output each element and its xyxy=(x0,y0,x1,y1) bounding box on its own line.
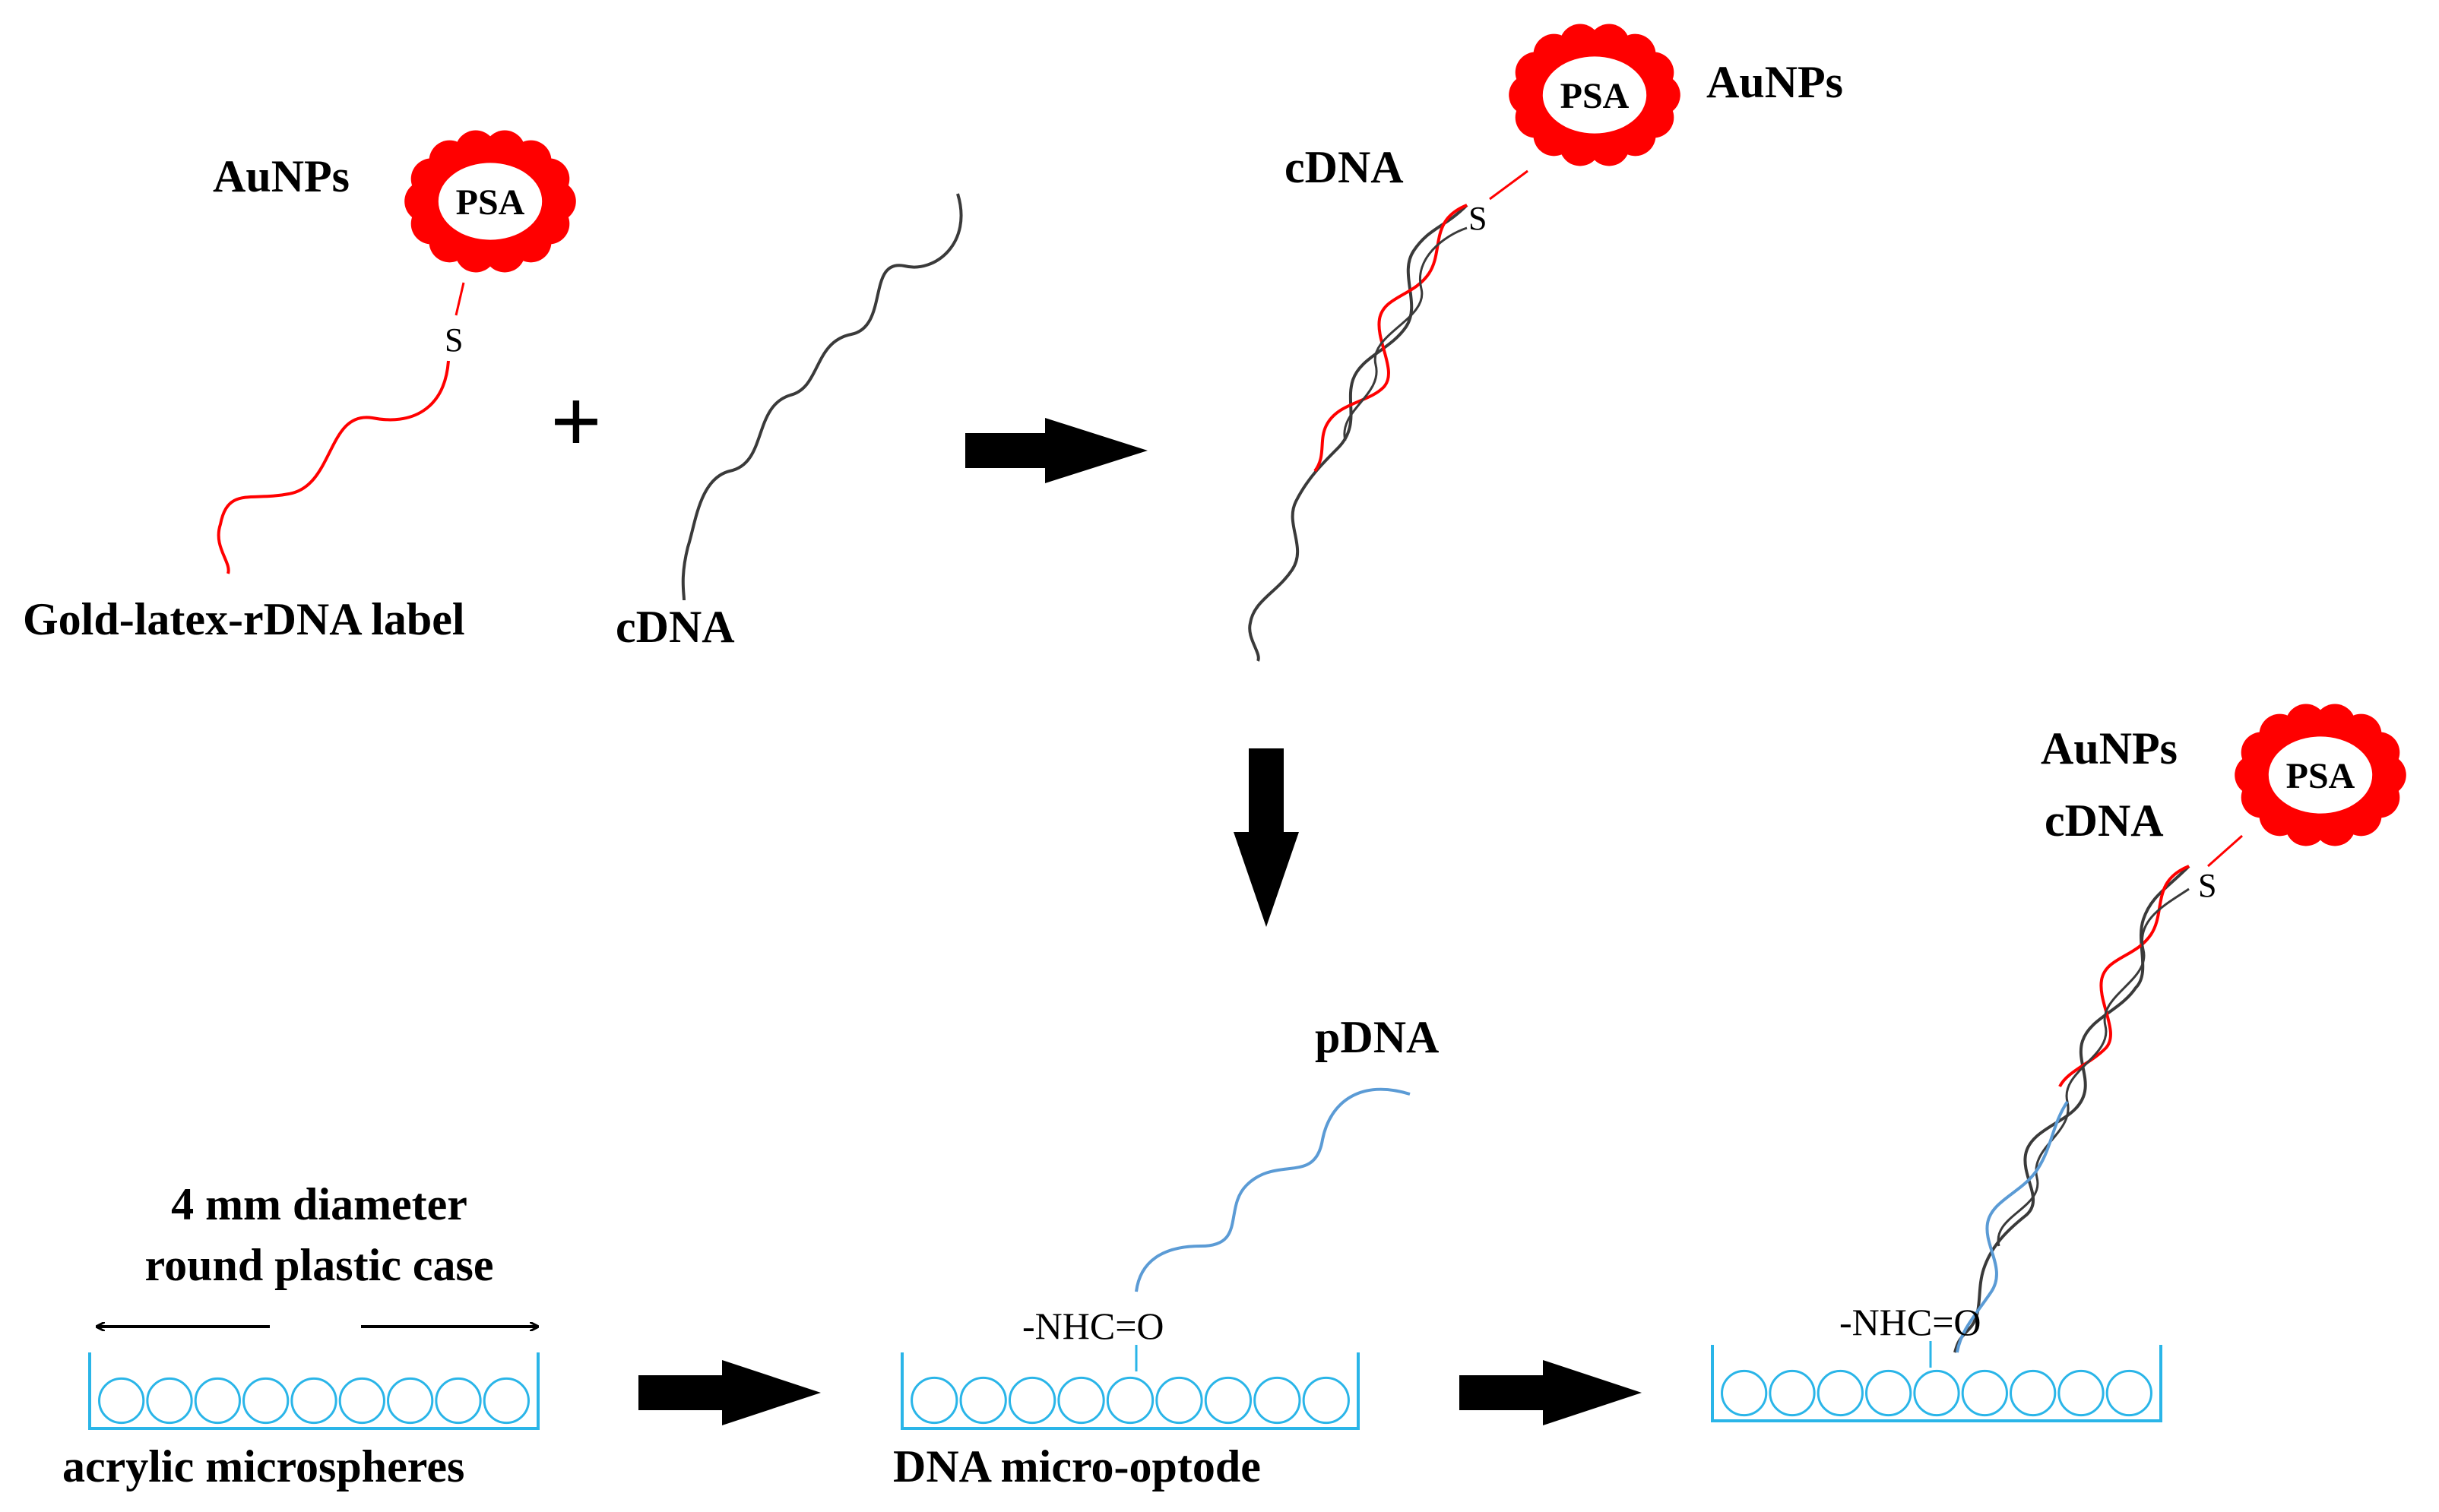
microsphere xyxy=(1204,1376,1253,1425)
microsphere xyxy=(959,1376,1007,1425)
gold-bead xyxy=(484,231,526,273)
cdna-label-2: cDNA xyxy=(1284,142,1404,192)
amide-label-1: -NHC=O xyxy=(1022,1305,1164,1347)
microsphere xyxy=(290,1377,337,1425)
microsphere xyxy=(2057,1369,2105,1417)
microsphere xyxy=(98,1377,145,1425)
microsphere xyxy=(435,1377,482,1425)
microsphere xyxy=(2010,1369,2057,1417)
microsphere xyxy=(1253,1376,1301,1425)
microsphere xyxy=(1913,1369,1960,1417)
double-helix-2 xyxy=(1953,865,2190,1353)
gold-nanoparticle-2: PSA xyxy=(1509,24,1680,166)
pdna-strand xyxy=(1135,1087,1411,1292)
microsphere xyxy=(1961,1369,2008,1417)
s-label-1: S xyxy=(445,321,463,359)
cdna-label-1: cDNA xyxy=(616,602,735,652)
microsphere xyxy=(1008,1376,1056,1425)
thiol-linker-3 xyxy=(2207,834,2243,868)
case-wall xyxy=(901,1352,1360,1430)
gold-bead xyxy=(1559,24,1601,65)
gold-bead xyxy=(2285,704,2327,745)
microsphere xyxy=(387,1377,434,1425)
arrow-right-3 xyxy=(1459,1360,1642,1425)
case-wall xyxy=(1711,1345,2162,1422)
psa-label-3: PSA xyxy=(2286,756,2355,796)
gold-nanoparticle-3: PSA xyxy=(2235,704,2406,846)
microsphere xyxy=(338,1377,385,1425)
microsphere xyxy=(2105,1369,2152,1417)
microsphere xyxy=(1817,1369,1864,1417)
rdna-strand-1 xyxy=(217,360,450,574)
s-label-3: S xyxy=(2198,867,2216,904)
microsphere xyxy=(911,1376,958,1425)
case-wall xyxy=(88,1352,540,1430)
plus-sign: + xyxy=(550,371,602,472)
microsphere xyxy=(1106,1376,1155,1425)
aunps-label-1: AuNPs xyxy=(213,151,350,201)
gold-bead xyxy=(1589,125,1630,166)
microsphere xyxy=(146,1377,193,1425)
microsphere xyxy=(1155,1376,1203,1425)
microsphere xyxy=(1769,1369,1816,1417)
microsphere xyxy=(483,1377,530,1425)
pdna-label: pDNA xyxy=(1315,1012,1439,1062)
amide-label-2: -NHC=O xyxy=(1839,1301,1981,1343)
gold-nanoparticle-1: PSA xyxy=(404,130,576,273)
microsphere xyxy=(194,1377,241,1425)
double-helix-1 xyxy=(1248,204,1468,662)
plastic-case-2 xyxy=(901,1352,1360,1430)
psa-core xyxy=(438,163,543,240)
gold-latex-rdna-label: Gold-latex-rDNA label xyxy=(23,594,465,644)
cdna-strand-1 xyxy=(681,193,963,601)
arrow-right-2 xyxy=(638,1360,821,1425)
microsphere xyxy=(242,1377,290,1425)
aunps-label-2: AuNPs xyxy=(1706,57,1843,107)
microsphere xyxy=(1302,1376,1350,1425)
acrylic-microspheres-label: acrylic microspheres xyxy=(62,1441,464,1491)
thiol-linker-1 xyxy=(455,282,465,316)
cdna-label-3: cDNA xyxy=(2045,796,2164,846)
microsphere xyxy=(1865,1369,1912,1417)
psa-core xyxy=(2268,736,2373,814)
aunps-label-3: AuNPs xyxy=(2041,723,2178,773)
thiol-linker-2 xyxy=(1489,169,1528,201)
dna-micro-optode-label: DNA micro-optode xyxy=(893,1441,1261,1491)
gold-bead xyxy=(455,130,496,172)
psa-core xyxy=(1542,56,1647,134)
plastic-case-1 xyxy=(88,1352,540,1430)
plastic-case-3 xyxy=(1711,1345,2162,1422)
microsphere xyxy=(1057,1376,1105,1425)
psa-label-2: PSA xyxy=(1560,76,1630,116)
s-label-2: S xyxy=(1468,200,1487,237)
case-label-line1: 4 mm diameter xyxy=(171,1179,467,1229)
arrow-right-1 xyxy=(965,418,1148,483)
case-label-line2: round plastic case xyxy=(145,1240,494,1290)
psa-label-1: PSA xyxy=(456,182,525,223)
microsphere xyxy=(1721,1369,1768,1417)
arrow-down xyxy=(1234,748,1299,927)
gold-bead xyxy=(2314,805,2356,846)
